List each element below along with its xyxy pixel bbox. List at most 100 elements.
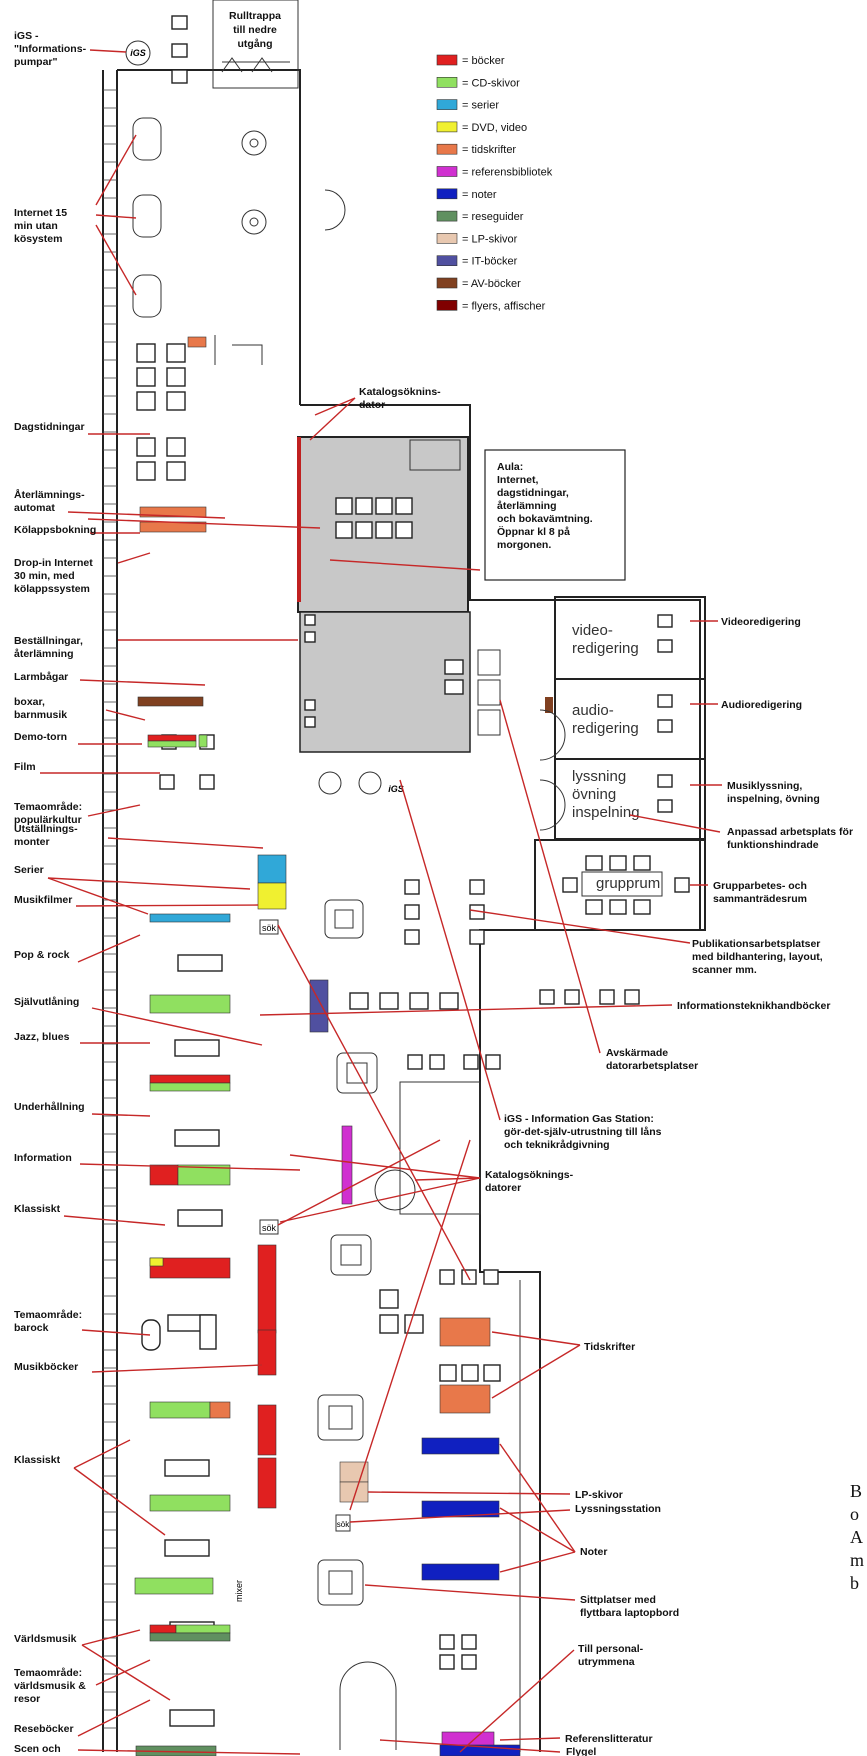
- room-lyssning-line1: lyssning: [572, 768, 626, 785]
- sok-tag-3: sök: [337, 1520, 350, 1529]
- leader-line: [77, 1699, 151, 1737]
- place-labels: iGS -"Informations-pumpar"Internet 15min…: [14, 30, 853, 1756]
- room-audio-line1: audio-: [572, 702, 614, 719]
- igs-tag-mid: iGS: [388, 784, 404, 794]
- label-serier: Serier: [14, 864, 44, 876]
- shelf: [257, 854, 287, 884]
- leader-lines: [40, 49, 722, 1755]
- legend-swatch: [436, 299, 458, 311]
- leader-line: [349, 1139, 471, 1511]
- legend-label: = DVD, video: [462, 122, 527, 134]
- legend-label: = noter: [462, 189, 497, 201]
- label-klassiskt2: Klassiskt: [14, 1454, 61, 1466]
- label-publikation: scanner mm.: [692, 964, 757, 976]
- label-referens: Referenslitteratur: [565, 1733, 653, 1745]
- escalator-line3: utgång: [238, 38, 273, 50]
- label-tema-varld: världsmusik &: [14, 1680, 86, 1692]
- legend-swatch: [436, 255, 458, 266]
- leader-line: [73, 1467, 166, 1536]
- label-anpassad: funktionshindrade: [727, 839, 819, 851]
- label-personal: utrymmena: [578, 1656, 635, 1668]
- legend-swatch: [436, 77, 458, 88]
- leader-line: [117, 552, 151, 564]
- leader-line: [414, 1177, 481, 1181]
- label-flygel: Flygel: [566, 1746, 596, 1756]
- room-labels: video- redigering audio- redigering lyss…: [234, 622, 660, 1602]
- leader-line: [399, 779, 501, 1121]
- leader-line: [379, 1739, 561, 1753]
- room-audio-line2: redigering: [572, 720, 639, 737]
- label-publikation: Publikationsarbetsplatser: [692, 938, 820, 950]
- leader-line: [89, 49, 127, 53]
- shelf: [149, 1257, 164, 1267]
- label-aula: Öppnar kl 8 på: [497, 525, 570, 538]
- room-video-line2: redigering: [572, 640, 639, 657]
- leader-line: [81, 1644, 171, 1701]
- room-grupprum: grupprum: [596, 875, 660, 892]
- shelf: [257, 882, 287, 910]
- label-igs-station: och teknikrådgivning: [504, 1139, 610, 1151]
- shelf: [257, 1244, 277, 1334]
- leader-line: [91, 1113, 151, 1117]
- leader-line: [367, 1491, 571, 1495]
- shelf: [149, 994, 231, 1014]
- shelf: [149, 1074, 231, 1084]
- label-aterlamningsautomat: Återlämnings-: [14, 488, 85, 501]
- label-popkultur: populärkultur: [14, 814, 82, 826]
- leader-line: [77, 1749, 301, 1755]
- label-utstallning: monter: [14, 836, 50, 848]
- right-rooms: [477, 596, 706, 931]
- leader-line: [73, 1439, 131, 1469]
- leader-line: [629, 814, 721, 833]
- leader-line: [499, 699, 601, 1054]
- aula-room: [297, 436, 471, 795]
- leader-line: [279, 1177, 481, 1223]
- shelf: [149, 1401, 211, 1419]
- room-lyssning-line3: inspelning: [572, 804, 640, 821]
- label-grupparbete: Grupparbetes- och: [713, 880, 807, 892]
- leader-line: [491, 1344, 581, 1399]
- leader-line: [349, 1509, 571, 1523]
- label-lpskivor: LP-skivor: [575, 1489, 623, 1501]
- label-jazz: Jazz, blues: [14, 1031, 70, 1043]
- leader-line: [87, 518, 321, 529]
- leader-line: [81, 1629, 141, 1646]
- side-note-line5: b: [850, 1573, 859, 1593]
- shelf: [439, 1317, 491, 1347]
- label-aula: morgonen.: [497, 539, 551, 551]
- shelf-blocks: [134, 506, 521, 1756]
- label-sjalvutlaning: Självutlåning: [14, 996, 79, 1008]
- leader-line: [95, 1659, 151, 1686]
- legend-label: = AV-böcker: [462, 278, 521, 290]
- label-internet15: kösystem: [14, 233, 62, 245]
- label-audioredigering: Audioredigering: [721, 699, 802, 711]
- shelf: [149, 1082, 231, 1092]
- shelf: [257, 1457, 277, 1509]
- label-tema-varld: resor: [14, 1693, 40, 1705]
- leader-line: [95, 224, 137, 296]
- shelf: [421, 1437, 500, 1455]
- label-internet15: Internet 15: [14, 207, 67, 219]
- label-boxar: barnmusik: [14, 709, 67, 721]
- leader-line: [79, 1163, 301, 1171]
- legend-swatch: [436, 210, 458, 222]
- leader-line: [499, 1551, 576, 1573]
- label-avskarmade: datorarbetsplatser: [606, 1060, 698, 1072]
- label-dropin: 30 min, med: [14, 570, 75, 582]
- room-video-line1: video-: [572, 622, 613, 639]
- escalator-label: Rulltrappa till nedre utgång: [229, 10, 281, 50]
- label-sittplatser: Sittplatser med: [580, 1594, 656, 1606]
- label-igs-pumps: pumpar": [14, 56, 58, 68]
- label-popkultur: Temaområde:: [14, 801, 82, 813]
- aula-label-box: [484, 449, 626, 581]
- label-bestallningar: återlämning: [14, 648, 74, 660]
- seating-upper-left: [136, 343, 186, 481]
- side-note-line4: m: [850, 1550, 865, 1570]
- leader-line: [314, 397, 356, 416]
- shelf: [149, 913, 231, 923]
- legend-swatch: [436, 121, 458, 133]
- side-note-line2: o: [850, 1504, 859, 1524]
- label-film: Film: [14, 761, 36, 773]
- label-personal: Till personal-: [578, 1643, 644, 1655]
- label-aula: Aula:: [497, 461, 523, 473]
